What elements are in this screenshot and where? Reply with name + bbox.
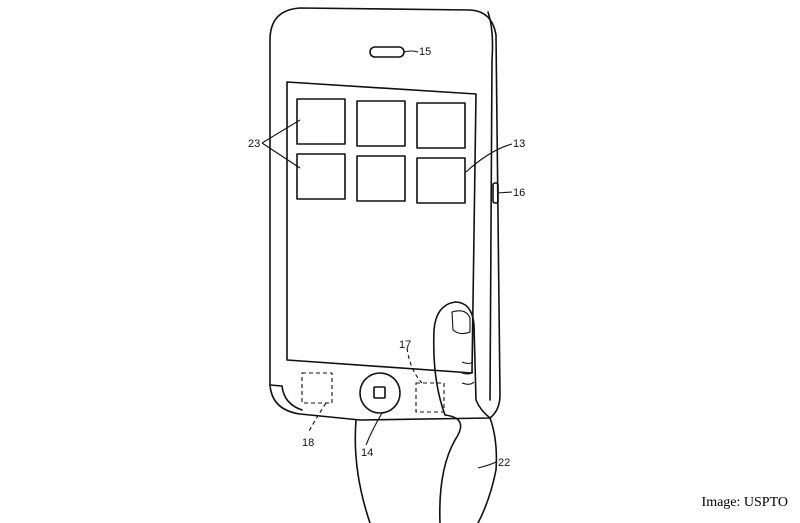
label-display: 13 xyxy=(513,138,525,150)
label-icons: 23 xyxy=(248,138,260,150)
display-screen xyxy=(286,81,477,374)
home-button xyxy=(359,372,401,414)
speaker-slot xyxy=(369,46,405,58)
label-hand: 22 xyxy=(498,457,510,469)
app-icon-tile xyxy=(356,155,406,202)
label-home-button: 14 xyxy=(361,447,373,459)
label-sensor-right: 17 xyxy=(399,339,411,351)
app-icon-tile xyxy=(416,102,466,149)
app-icon-tile xyxy=(296,98,346,145)
app-icon-tile xyxy=(296,153,346,200)
thumb-crease xyxy=(459,361,475,385)
thumbnail xyxy=(451,310,471,335)
app-icon-tile xyxy=(416,157,466,204)
sensor-area-left xyxy=(301,372,333,404)
phone-side-edge xyxy=(487,11,494,401)
phone-body xyxy=(269,7,501,421)
label-sensor-left: 18 xyxy=(302,437,314,449)
app-icon-tile xyxy=(356,100,406,147)
label-speaker: 15 xyxy=(419,46,431,58)
label-side-button: 16 xyxy=(513,187,525,199)
home-button-square-icon xyxy=(373,386,386,399)
sensor-area-right xyxy=(415,382,445,413)
image-credit: Image: USPTO xyxy=(701,495,788,510)
phone-bottom-corner xyxy=(269,384,303,411)
hand-outline xyxy=(354,301,498,523)
leader-lines xyxy=(261,50,513,469)
icon-grid xyxy=(296,98,466,204)
